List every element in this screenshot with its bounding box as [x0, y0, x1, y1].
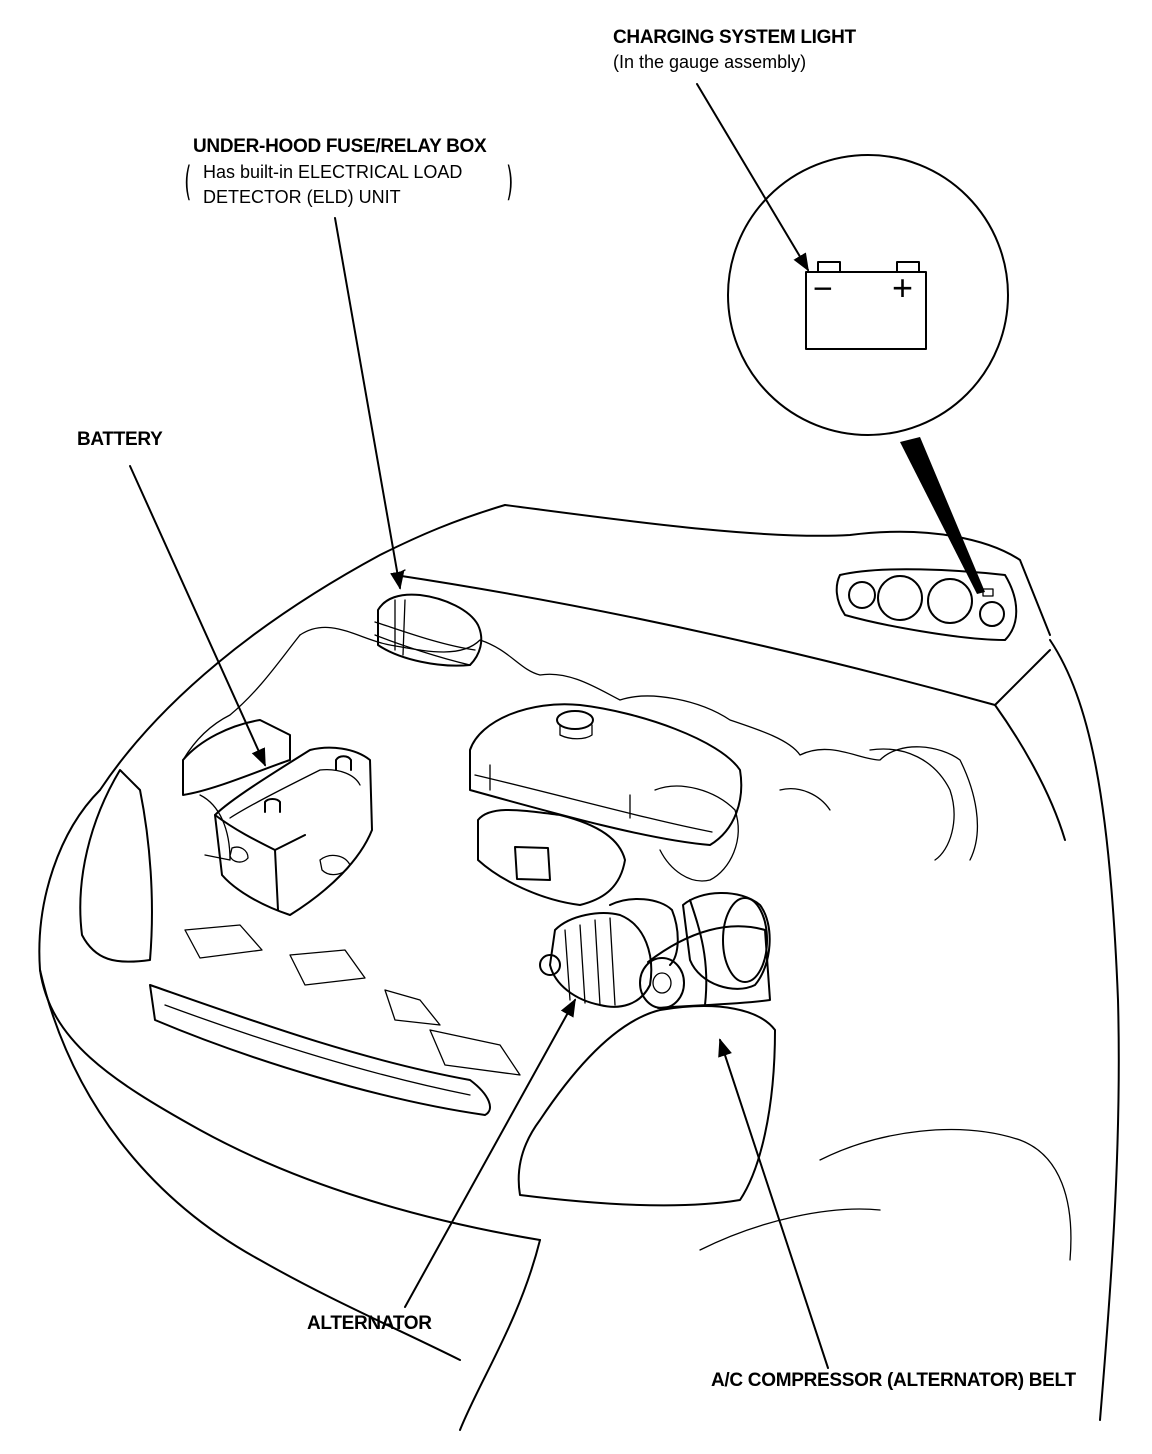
charging-light-note: (In the gauge assembly): [613, 52, 807, 72]
fuse-box-note-line1: Has built-in ELECTRICAL LOAD: [203, 162, 463, 182]
fuse-box-title: UNDER-HOOD FUSE/RELAY BOX: [193, 136, 487, 157]
alternator-label: ALTERNATOR: [307, 1313, 432, 1334]
engine-bay: [182, 626, 979, 906]
battery-plus-sign: +: [892, 267, 914, 308]
battery-unit: [204, 746, 373, 916]
battery-label: BATTERY: [77, 429, 163, 450]
belt-label: A/C COMPRESSOR (ALTERNATOR) BELT: [711, 1370, 1076, 1391]
leader-lines: [129, 83, 829, 1369]
gauge-cluster: [835, 568, 1018, 641]
fuse-box-note-line2: DETECTOR (ELD) UNIT: [203, 187, 401, 207]
battery-minus-sign: −: [813, 270, 833, 308]
charging-light-title: CHARGING SYSTEM LIGHT: [613, 27, 856, 48]
battery-warning-icon: [805, 271, 927, 350]
alternator-unit: [539, 892, 771, 1009]
car-body: [38, 504, 1120, 1431]
charging-light-magnifier: [727, 154, 1009, 594]
fuse-relay-box: [374, 593, 483, 667]
